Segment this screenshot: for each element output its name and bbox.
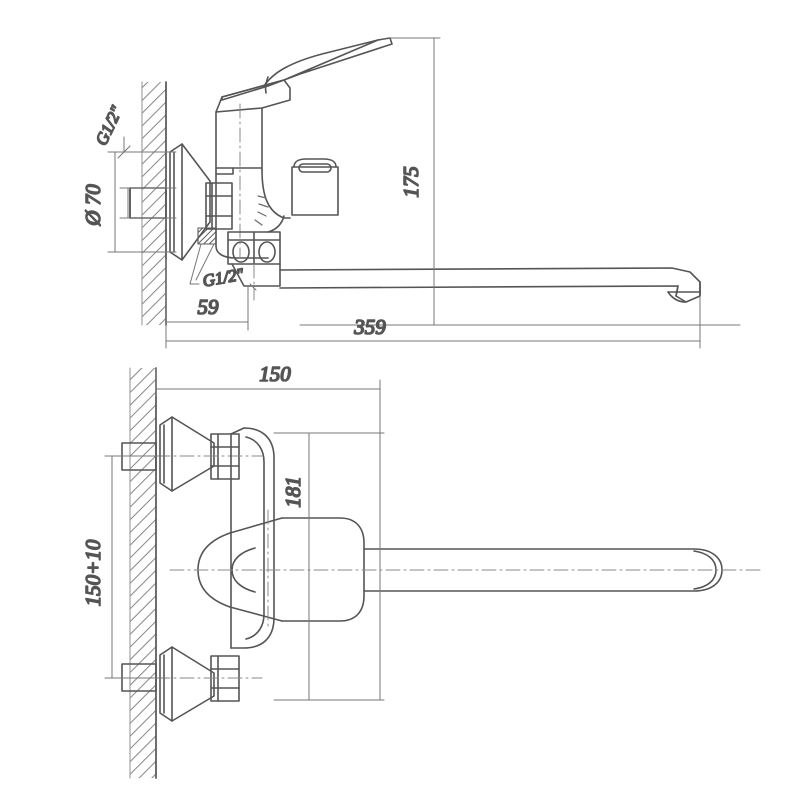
mixer-body-front: [230, 427, 275, 649]
spout-side: [279, 267, 701, 303]
dimension-offset-59: [165, 259, 249, 331]
dimension-label-181: 181: [281, 476, 305, 508]
callout-thread-upper: G1/2": [92, 102, 127, 148]
callout-thread-upper-leader: [117, 136, 131, 159]
escutcheon-lower-front: [159, 646, 215, 722]
dimension-height-175: [299, 37, 741, 326]
dimension-label-359: 359: [353, 315, 386, 339]
cartridge-ports-side: [227, 231, 281, 301]
escutcheon-side: [169, 143, 211, 261]
lever-handle-side: [221, 37, 393, 101]
diverter-knob-side: [291, 158, 339, 216]
dimension-body-height-181: [273, 432, 385, 701]
dimension-label-diameter-70: Ø 70: [81, 184, 105, 227]
dimension-label-175: 175: [399, 166, 423, 198]
dimension-inlet-centers-150: [104, 455, 167, 679]
escutcheon-upper-front: [159, 416, 215, 492]
wall-section-front: [129, 367, 157, 779]
dimension-diameter-70: [107, 151, 177, 253]
spout-front: [169, 548, 761, 592]
dimension-label-150: 150: [259, 362, 291, 386]
thread-marking-side: [197, 227, 217, 245]
dimension-reach-359: [165, 295, 701, 349]
dimension-label-59: 59: [198, 295, 220, 319]
union-nut-side: [205, 182, 233, 230]
wall-section-side: [141, 81, 167, 326]
callout-thread-lower: G1/2": [201, 265, 246, 291]
dimension-label-150-10: 150+10: [81, 539, 105, 606]
callout-thread-lower-leader: [189, 243, 257, 291]
